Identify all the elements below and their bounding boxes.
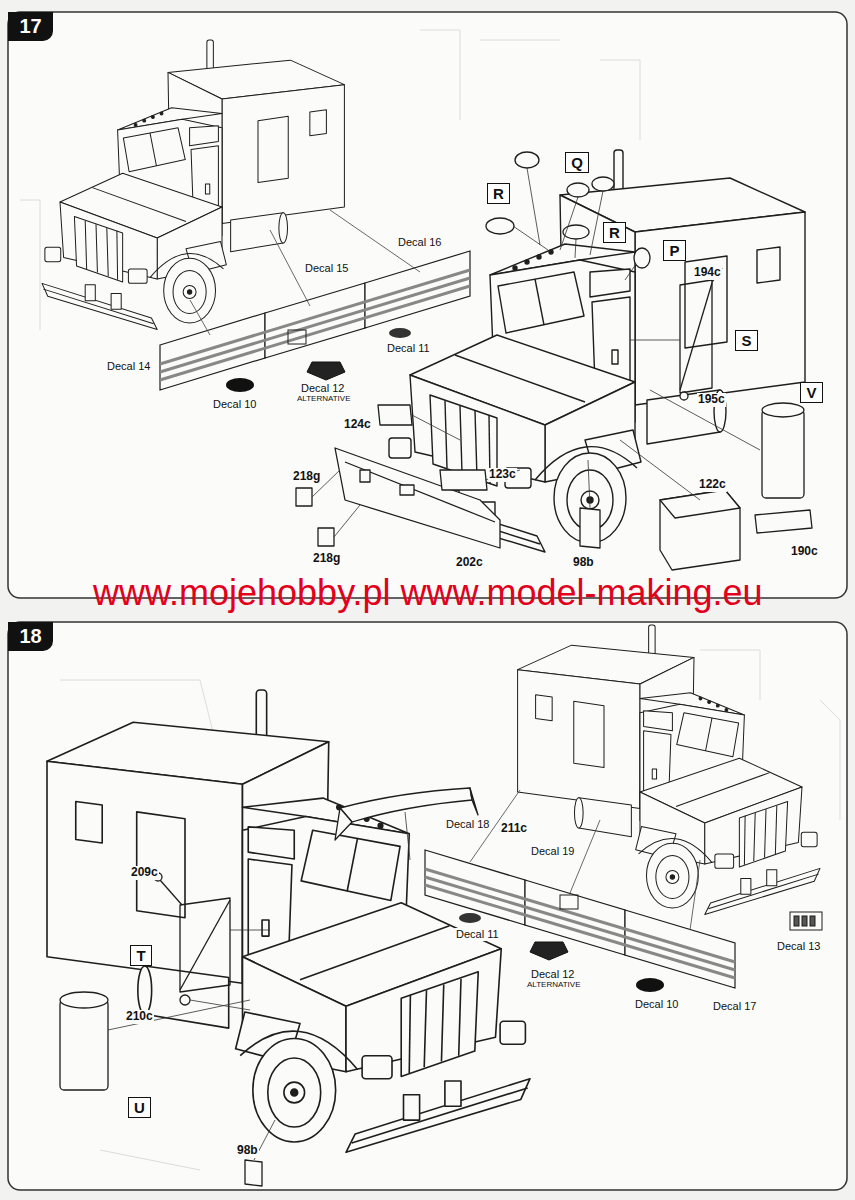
- part-letter: U: [134, 1099, 145, 1116]
- part-letter: S: [741, 332, 751, 349]
- step-number: 18: [8, 622, 53, 651]
- step-number-text: 18: [19, 625, 41, 648]
- decal-label: Decal 15: [304, 262, 349, 275]
- part-letter-box: T: [130, 945, 152, 966]
- decal-label: Decal 17: [712, 1000, 757, 1013]
- decal-label: Decal 10: [212, 398, 257, 411]
- part-number: 124c: [343, 418, 372, 432]
- part-letter: Q: [571, 154, 583, 171]
- note: ALTERNATIVE: [526, 980, 582, 989]
- decal-label: Decal 16: [397, 236, 442, 249]
- part-letter-box: V: [800, 382, 823, 403]
- decal-label: Decal 19: [530, 845, 575, 858]
- watermark: www.mojehobby.pl www.model-making.eu: [93, 572, 763, 613]
- decal-label: Decal 10: [634, 998, 679, 1011]
- decal-label: Decal 11: [386, 342, 431, 355]
- part-letter-box: Q: [565, 152, 589, 173]
- part-number: 122c: [698, 478, 727, 492]
- part-number: 211c: [500, 822, 528, 836]
- decal-label: Decal 12: [300, 382, 345, 395]
- decal-label: Decal 12: [530, 968, 575, 981]
- part-letter: R: [493, 185, 504, 202]
- part-letter: T: [136, 947, 145, 964]
- part-number: 123c: [488, 468, 517, 482]
- part-letter: R: [609, 224, 620, 241]
- part-number: 218g: [292, 470, 321, 484]
- part-number: 190c: [790, 545, 819, 559]
- step-number: 17: [8, 12, 53, 41]
- part-number: 98b: [236, 1144, 259, 1158]
- part-number: 202c: [455, 556, 484, 570]
- decal-label: Decal 14: [106, 360, 151, 373]
- part-number: 210c: [125, 1010, 154, 1024]
- part-letter-box: R: [603, 222, 626, 243]
- part-letter: P: [669, 242, 679, 259]
- part-letter-box: S: [735, 330, 758, 351]
- part-letter-box: U: [128, 1097, 151, 1118]
- part-number: 218g: [312, 552, 341, 566]
- part-number: 194c: [693, 266, 722, 280]
- step-number-text: 17: [19, 15, 41, 38]
- part-number: 195c: [697, 393, 726, 407]
- part-letter-box: P: [663, 240, 686, 261]
- decal-label: Decal 13: [776, 940, 821, 953]
- decal-label: Decal 18: [445, 818, 490, 831]
- part-number: 98b: [572, 556, 595, 570]
- note: ALTERNATIVE: [296, 394, 352, 403]
- part-number: 209c: [130, 866, 159, 880]
- decal-label: Decal 11: [455, 928, 500, 941]
- part-letter-box: R: [487, 183, 510, 204]
- part-letter: V: [806, 384, 816, 401]
